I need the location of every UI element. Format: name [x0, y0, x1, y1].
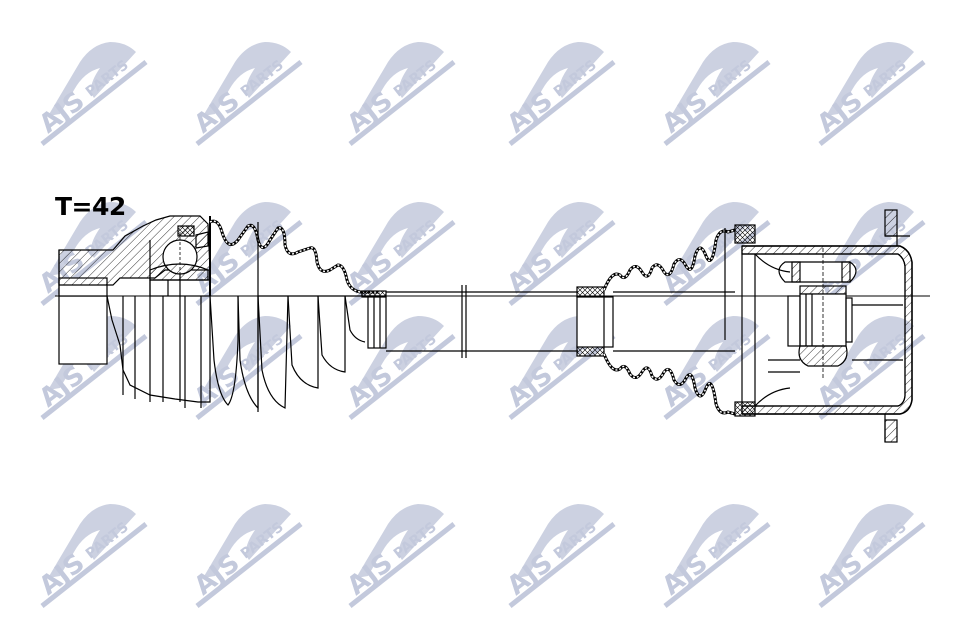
inner-joint-housing: [741, 209, 913, 443]
torque-label: T=42: [55, 192, 126, 221]
inner-boot: [576, 224, 756, 417]
outer-boot: [209, 219, 387, 412]
outer-cv-joint: [58, 215, 211, 408]
shaft: [386, 285, 578, 358]
